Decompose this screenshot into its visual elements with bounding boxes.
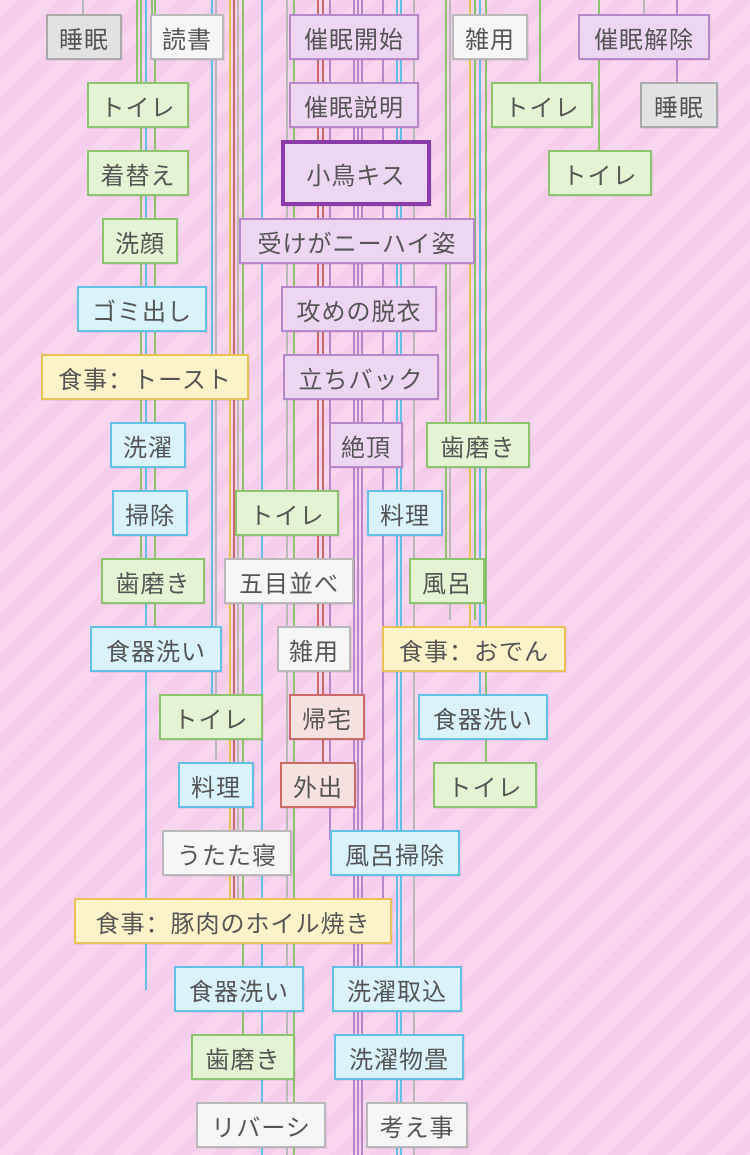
activity-node[interactable]: 食事：トースト <box>41 354 249 400</box>
activity-node[interactable]: 洗濯 <box>110 422 186 468</box>
activity-node[interactable]: 読書 <box>150 14 224 60</box>
activity-node[interactable]: 洗濯取込 <box>332 966 462 1012</box>
activity-node[interactable]: 食事：おでん <box>382 626 566 672</box>
activity-node[interactable]: ゴミ出し <box>77 286 207 332</box>
activity-node[interactable]: トイレ <box>159 694 263 740</box>
activity-node[interactable]: 風呂掃除 <box>330 830 460 876</box>
activity-node[interactable]: 外出 <box>280 762 356 808</box>
activity-node[interactable]: 洗濯物畳 <box>334 1034 464 1080</box>
activity-node[interactable]: 洗顔 <box>102 218 178 264</box>
activity-node[interactable]: 風呂 <box>409 558 485 604</box>
activity-node[interactable]: 食器洗い <box>418 694 548 740</box>
activity-node[interactable]: 催眠解除 <box>578 14 710 60</box>
activity-node[interactable]: トイレ <box>87 82 189 128</box>
activity-node[interactable]: 睡眠 <box>640 82 718 128</box>
activity-node[interactable]: 掃除 <box>112 490 188 536</box>
activity-node[interactable]: 絶頂 <box>329 422 403 468</box>
activity-node[interactable]: 睡眠 <box>46 14 122 60</box>
activity-node[interactable]: 歯磨き <box>101 558 205 604</box>
activity-node[interactable]: 歯磨き <box>191 1034 295 1080</box>
activity-node[interactable]: 料理 <box>178 762 254 808</box>
activity-node[interactable]: 受けがニーハイ姿 <box>239 218 475 264</box>
activity-node[interactable]: 雑用 <box>452 14 528 60</box>
activity-node[interactable]: 攻めの脱衣 <box>281 286 437 332</box>
activity-node[interactable]: 着替え <box>87 150 189 196</box>
activity-node[interactable]: 小鳥キス <box>281 140 431 206</box>
activity-node[interactable]: 歯磨き <box>426 422 530 468</box>
activity-node[interactable]: うたた寝 <box>162 830 292 876</box>
activity-node[interactable]: トイレ <box>491 82 593 128</box>
activity-node[interactable]: 食事：豚肉のホイル焼き <box>74 898 392 944</box>
activity-node[interactable]: トイレ <box>235 490 339 536</box>
activity-node[interactable]: 考え事 <box>366 1102 468 1148</box>
activity-node[interactable]: 雑用 <box>277 626 351 672</box>
activity-node[interactable]: 催眠説明 <box>289 82 419 128</box>
activity-node[interactable]: リバーシ <box>196 1102 326 1148</box>
activity-node[interactable]: トイレ <box>548 150 652 196</box>
activity-node[interactable]: 催眠開始 <box>289 14 419 60</box>
activity-node[interactable]: 料理 <box>367 490 443 536</box>
activity-node[interactable]: トイレ <box>433 762 537 808</box>
activity-node[interactable]: 食器洗い <box>90 626 222 672</box>
activity-node[interactable]: 食器洗い <box>174 966 304 1012</box>
activity-node[interactable]: 帰宅 <box>289 694 365 740</box>
activity-node[interactable]: 立ちバック <box>283 354 439 400</box>
activity-node[interactable]: 五目並べ <box>224 558 354 604</box>
